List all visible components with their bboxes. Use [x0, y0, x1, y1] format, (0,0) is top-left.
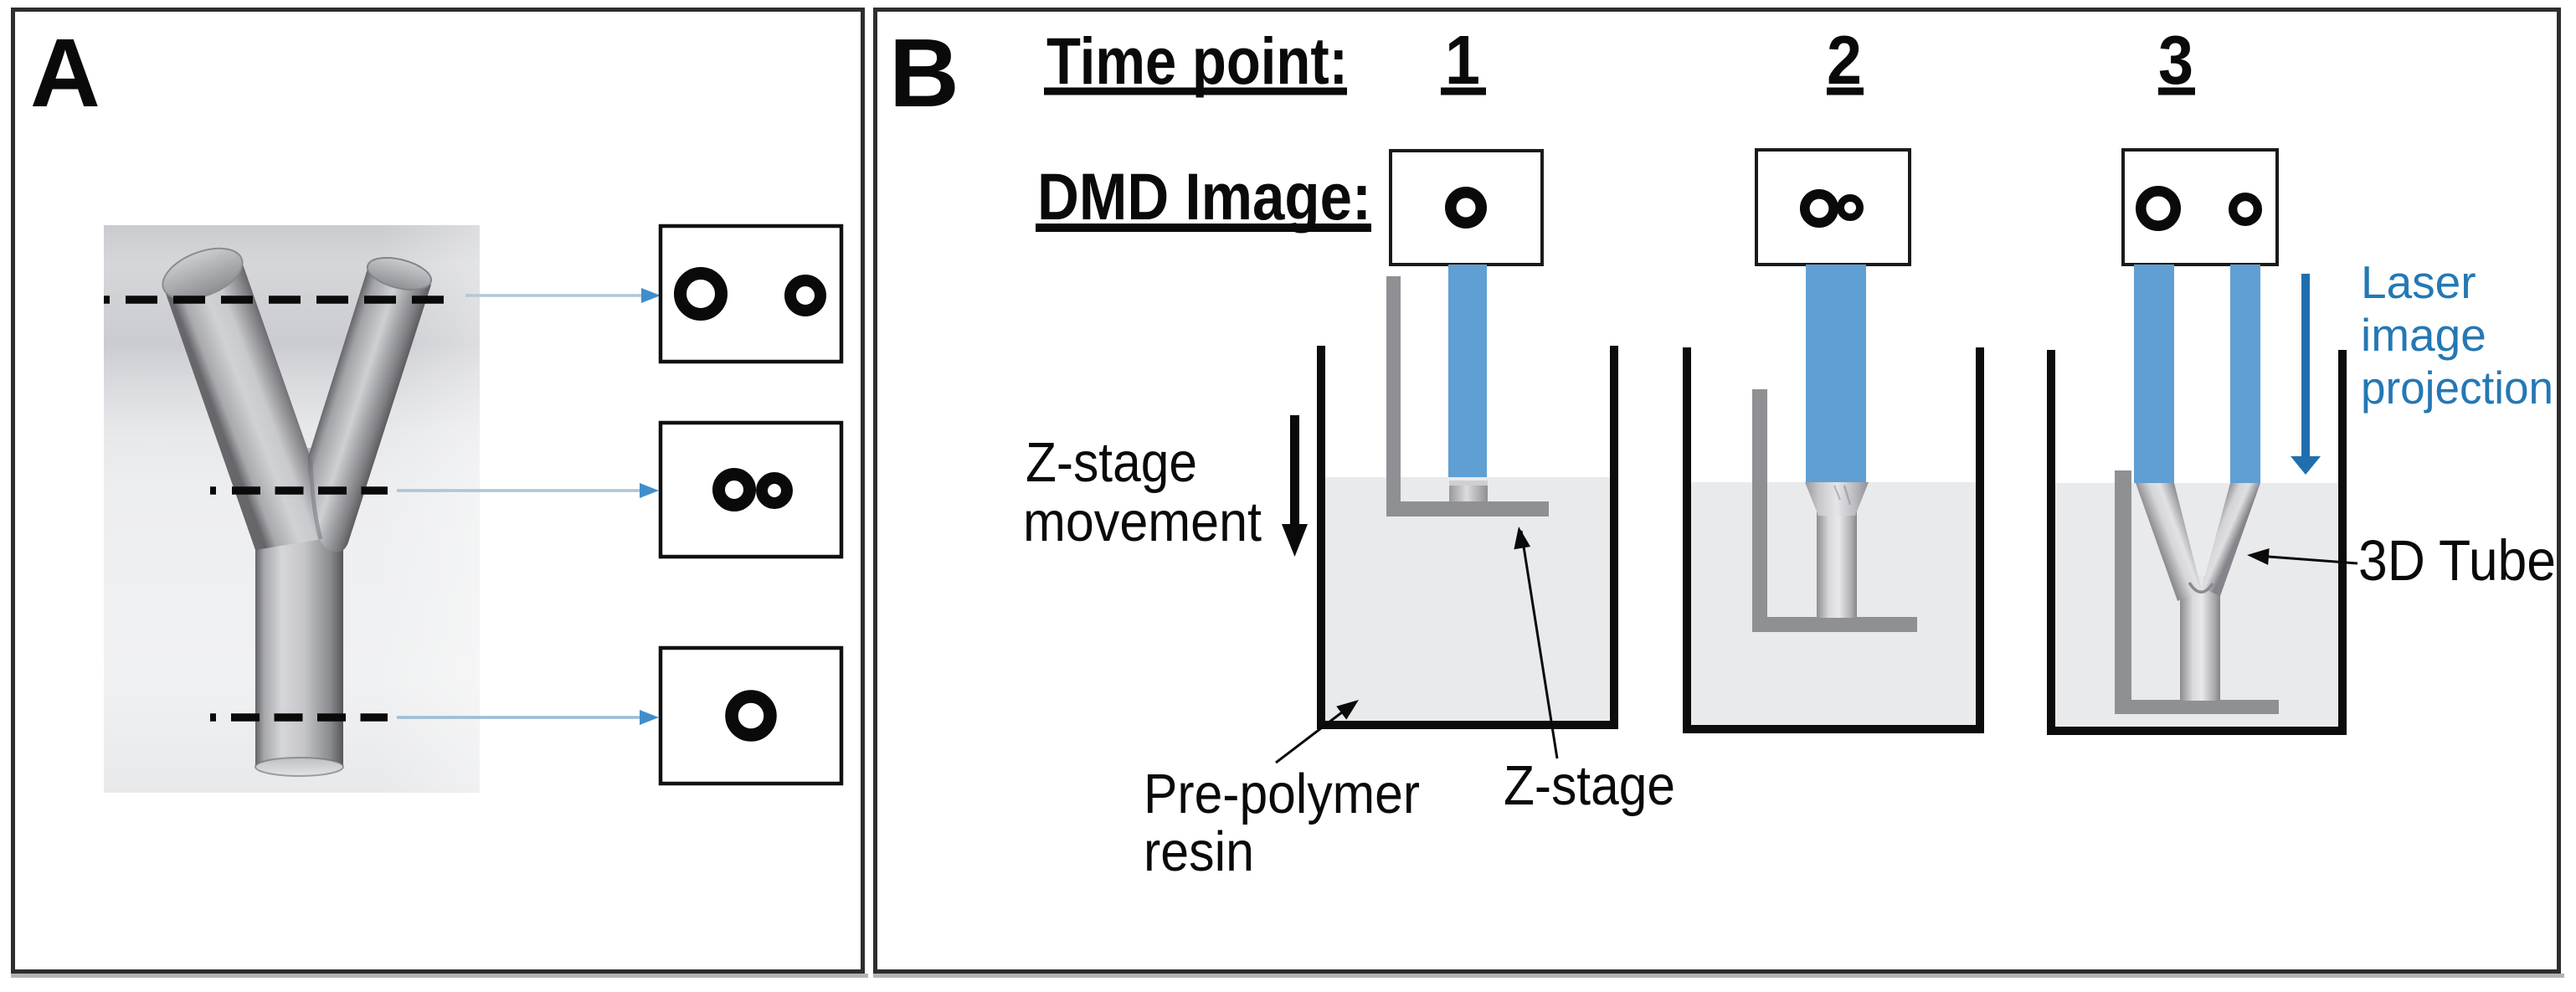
svg-text:2: 2 [1827, 21, 1862, 99]
svg-text:A: A [30, 18, 100, 127]
svg-text:Pre-polymer: Pre-polymer [1144, 763, 1420, 825]
svg-text:DMD Image:: DMD Image: [1037, 160, 1371, 234]
svg-text:resin: resin [1144, 820, 1254, 883]
svg-text:Time point:: Time point: [1046, 24, 1348, 98]
svg-text:projection: projection [2361, 362, 2553, 414]
svg-text:Laser: Laser [2361, 256, 2476, 308]
svg-text:Z-stage: Z-stage [1026, 431, 1197, 494]
svg-text:1: 1 [1445, 21, 1480, 99]
svg-text:B: B [889, 18, 959, 127]
svg-text:image: image [2361, 309, 2486, 361]
svg-text:3D Tube: 3D Tube [2358, 528, 2556, 593]
svg-text:Z-stage: Z-stage [1504, 754, 1675, 817]
svg-text:movement: movement [1023, 491, 1262, 553]
svg-text:3: 3 [2158, 21, 2193, 99]
